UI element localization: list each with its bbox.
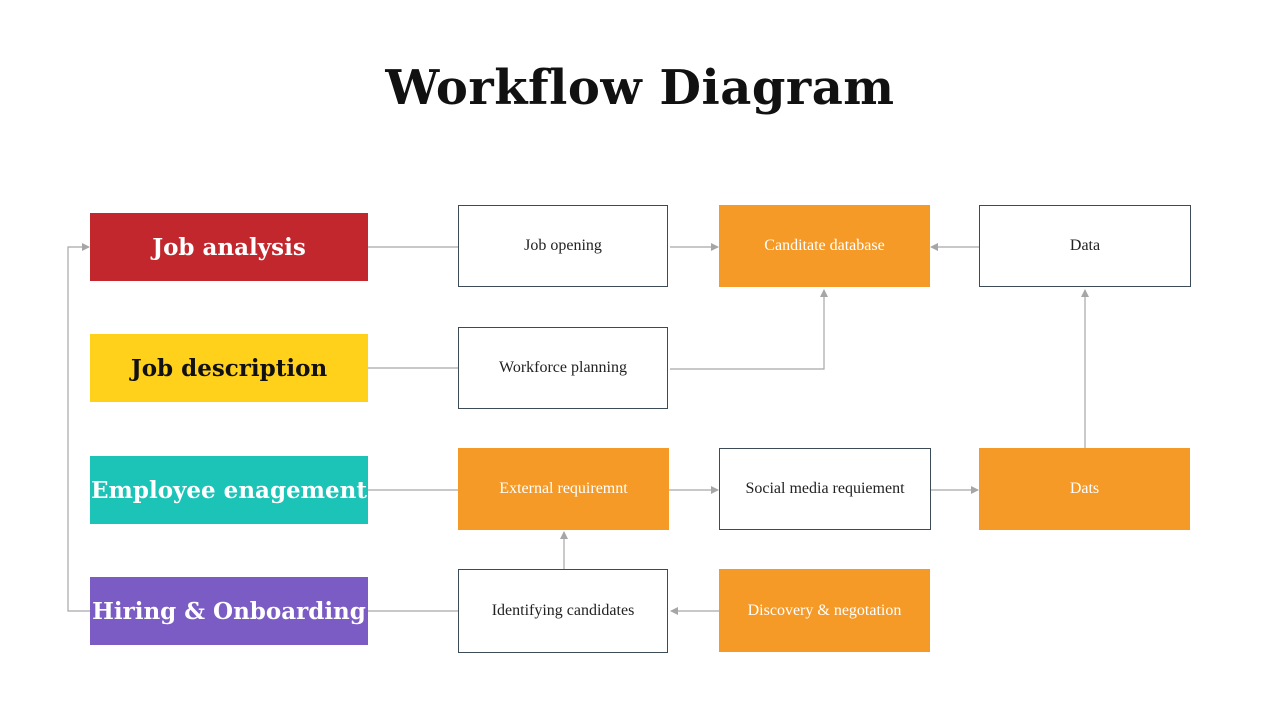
category-label: Hiring & Onboarding: [92, 597, 366, 625]
box-label: Discovery & negotation: [747, 601, 902, 619]
category-job-description: Job description: [90, 334, 368, 402]
category-job-analysis: Job analysis: [90, 213, 368, 281]
box-label: Data: [1069, 237, 1101, 254]
category-hiring-onboarding: Hiring & Onboarding: [90, 577, 368, 645]
box-dats: Dats: [979, 448, 1190, 530]
box-label: Identifying candidates: [491, 602, 635, 619]
box-label: Social media requiement: [745, 480, 905, 497]
category-label: Job analysis: [152, 233, 306, 261]
box-label: Job opening: [524, 237, 602, 254]
category-label: Job description: [130, 354, 328, 382]
box-candidate-database: Canditate database: [719, 205, 930, 287]
box-label: Dats: [1069, 480, 1100, 497]
box-identifying-candidates: Identifying candidates: [458, 569, 668, 653]
box-label: Workforce planning: [499, 359, 627, 376]
arrow-workforce-planning-to-candidate-database: [670, 289, 828, 370]
category-label: Employee enagement: [91, 476, 367, 504]
box-workforce-planning: Workforce planning: [458, 327, 668, 409]
box-job-opening: Job opening: [458, 205, 668, 287]
box-social-media: Social media requiement: [719, 448, 931, 530]
box-label: External requiremnt: [499, 480, 628, 497]
category-employee-engagement: Employee enagement: [90, 456, 368, 524]
box-discovery-negotiation: Discovery & negotation: [719, 569, 930, 652]
page-title: Workflow Diagram: [385, 60, 895, 116]
arrow-hiring-loop-to-job-analysis: [67, 243, 90, 612]
box-label: Canditate database: [764, 237, 885, 254]
box-data: Data: [979, 205, 1191, 287]
box-external-requirement: External requiremnt: [458, 448, 669, 530]
